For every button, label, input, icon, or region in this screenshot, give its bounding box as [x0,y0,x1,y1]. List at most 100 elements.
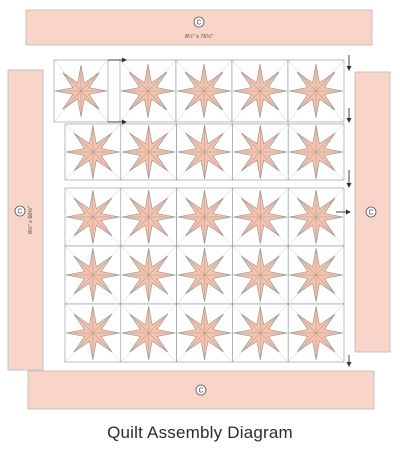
star-block [232,187,289,247]
block-corner-seam [260,123,289,153]
block-corner-seam [147,59,177,92]
block-corner-seam [176,123,205,153]
star-block [120,303,177,363]
block-corner-seam [92,123,121,153]
block-corner-seam [260,151,289,181]
block-corner-seam [120,187,149,218]
block-corner-seam [204,187,233,218]
block-corner-seam [260,274,289,305]
block-corner-seam [120,332,149,363]
diagram-caption: Quilt Assembly Diagram [107,423,293,442]
right-border-badge-letter: C [368,210,373,217]
block-corner-seam [288,151,317,181]
block-corner-seam [260,187,289,218]
block-corner-seam [176,187,205,218]
block-corner-seam [288,187,317,218]
block-corner-seam [120,303,149,334]
block-corner-seam [315,151,345,181]
block-corner-seam [92,274,121,305]
star-block [231,59,289,123]
star-seam [184,90,205,111]
star-block [287,123,345,181]
block-corner-seam [231,90,261,123]
top-border-dimension: 8½" x 76½" [185,33,213,40]
block-corner-seam [92,332,121,363]
block-corner-seam [148,303,177,334]
block-corner-seam [92,216,121,247]
arrowhead-main-right [346,209,351,215]
block-corner-seam [176,274,205,305]
bottom-border-badge [195,384,207,396]
block-corner-seam [92,187,121,218]
star-seam [240,90,261,111]
block-corner-seam [176,151,205,181]
block-corner-seam [120,274,149,305]
block-corner-seam [80,59,109,92]
star-block [53,59,109,123]
arrowhead-single-bottom [122,119,127,125]
block-corner-seam [176,303,205,334]
star-block [119,59,177,123]
block-corner-seam [64,151,94,181]
block-corner-seam [120,216,149,247]
block-corner-seam [204,245,233,276]
block-corner-seam [315,123,345,153]
block-corner-seam [315,332,345,363]
block-corner-seam [53,90,82,123]
block-corner-seam [288,123,317,153]
block-corner-seam [232,332,261,363]
block-corner-seam [80,90,109,123]
main-star-grid [64,187,345,363]
block-corner-seam [64,303,94,334]
assembly-arrows [108,55,352,367]
block-corner-seam [315,187,345,218]
block-corner-seam [148,216,177,247]
block-corner-seam [148,332,177,363]
star-block [287,245,345,305]
star-block [287,59,345,123]
block-corner-seam [204,332,233,363]
block-corner-seam [64,123,94,153]
block-corner-seam [204,123,233,153]
star-seam [128,90,149,111]
star-seam [147,90,168,111]
star-block [64,303,122,363]
top-border-badge-letter: C [196,20,201,27]
right-border-badge [365,206,377,218]
star-block [176,123,233,181]
block-corner-seam [260,303,289,334]
block-corner-seam [148,151,177,181]
block-corner-seam [232,123,261,153]
block-corner-seam [64,274,94,305]
block-corner-seam [204,216,233,247]
block-corner-seam [175,59,205,92]
block-corner-seam [288,274,317,305]
arrowhead-single-top [122,57,127,63]
block-corner-seam [120,151,149,181]
star-seam [80,72,100,92]
left-border-badge-letter: C [17,209,22,216]
block-corner-seam [288,216,317,247]
block-corner-seam [64,245,94,276]
block-corner-seam [315,59,345,92]
block-corner-seam [315,216,345,247]
block-corner-seam [176,216,205,247]
star-block [64,187,122,247]
star-seam [259,90,280,111]
top-star-row [119,59,345,123]
block-corner-seam [232,274,261,305]
block-corner-seam [120,245,149,276]
right-border: C [354,71,391,353]
left-border-badge [14,205,26,217]
star-seam [203,90,224,111]
block-corner-seam [288,332,317,363]
block-corner-seam [203,59,233,92]
star-block [232,123,289,181]
block-corner-seam [288,245,317,276]
star-seam [184,71,205,92]
block-corner-seam [287,59,317,92]
block-corner-seam [231,59,261,92]
top-border-badge [193,16,205,28]
arrowhead-row1-row2 [346,118,352,123]
star-block [287,303,345,363]
